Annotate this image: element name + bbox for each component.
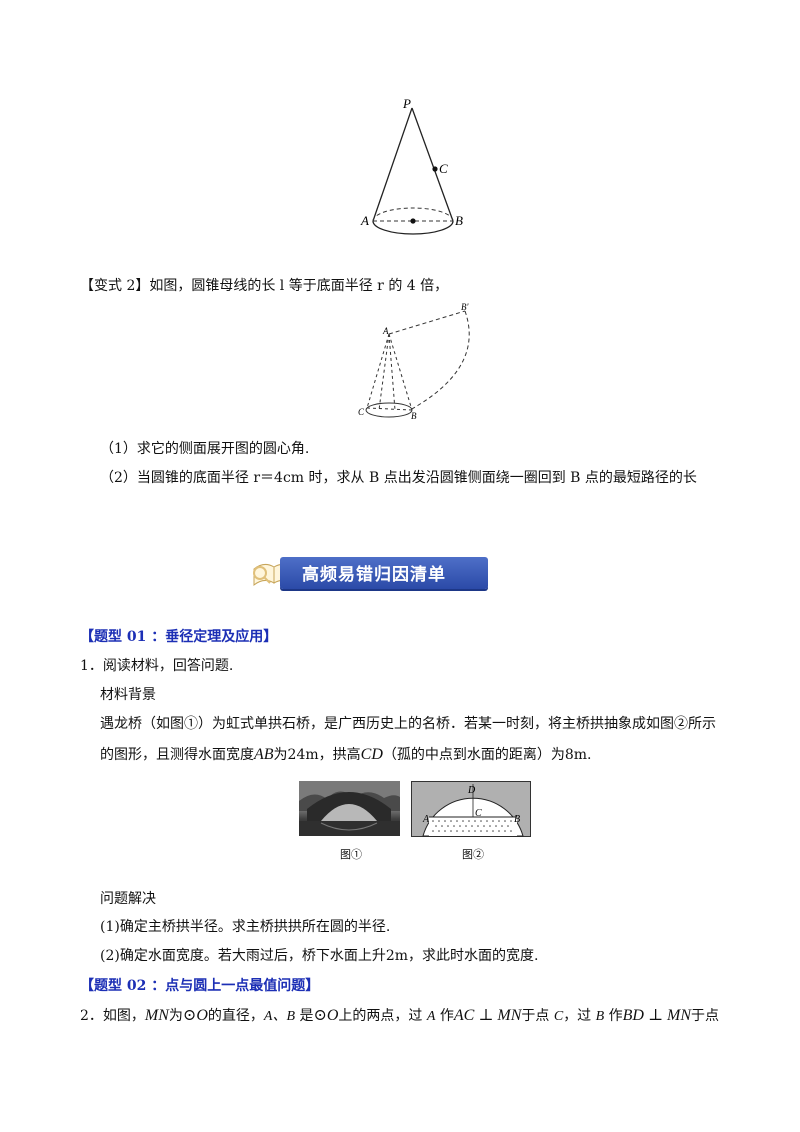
variant2-text: 如图，圆锥母线的长 l 等于底面半径 r 的 4 倍， [149, 278, 449, 294]
para2-b: 为24m，拱高 [273, 747, 361, 763]
para2-c: （孤的中点到水面的距离）为8m. [382, 747, 592, 763]
math-a-b: A、B [263, 1009, 295, 1024]
bridge-photo [299, 781, 400, 836]
math-ac-perp-mn: AC ⊥ MN [453, 1007, 522, 1024]
q2-text: 的直径， [207, 1008, 264, 1024]
label-b: B [411, 411, 417, 421]
type02-heading: 【题型 02 ：点与圆上一点最值问题】 [80, 978, 320, 994]
section-banner: 高频易错归因清单 [250, 553, 488, 593]
q2-text: 于点 [691, 1008, 720, 1024]
q2-text: 上的两点，过 [338, 1008, 427, 1024]
q2-text: 为 [168, 1008, 183, 1024]
label-a: A [382, 326, 389, 336]
background-para1: 遇龙桥（如图①）为虹式单拱石桥，是广西历史上的名桥．若某一时刻，将主桥拱抽象成如… [100, 716, 716, 732]
math-b: B [595, 1009, 605, 1024]
question-number: 1． [80, 658, 103, 674]
diagram-caption: 图② [462, 848, 484, 861]
para2-a: 的图形，且测得水面宽度 [100, 747, 254, 763]
math-ab: AB [254, 746, 274, 763]
label-p: P [402, 96, 411, 111]
q2-text: ，过 [563, 1008, 596, 1024]
solve-1: (1)确定主桥拱半径。求主桥拱拱所在圆的半径. [100, 919, 391, 935]
q2-text: 于点 [521, 1008, 554, 1024]
math-a: A [426, 1009, 436, 1024]
cone-unfold-figure: A B' C B [358, 302, 470, 421]
math-cd: CD [360, 746, 383, 763]
q2-text: 是 [295, 1008, 314, 1024]
q2-text: 作 [435, 1008, 454, 1024]
math-bd-perp-mn: BD ⊥ MN [622, 1007, 692, 1024]
background-title: 材料背景 [100, 687, 156, 703]
label-d: D [467, 785, 476, 796]
math-circle-o: ⊙O [182, 1007, 208, 1024]
label-c: C [439, 161, 448, 176]
math-circle-o: ⊙O [313, 1007, 339, 1024]
banner-bar [280, 557, 488, 589]
label-a: A [422, 814, 430, 825]
q2-text: 作 [604, 1008, 623, 1024]
label-b: B [514, 814, 520, 825]
solve-title: 问题解决 [100, 891, 156, 907]
background-para2: 的图形，且测得水面宽度AB为24m，拱高CD（孤的中点到水面的距离）为8m. [100, 745, 592, 765]
variant2-tag: 【变式 2】 [80, 278, 150, 294]
bridge-photo-image [299, 781, 400, 836]
solve-2: (2)确定水面宽度。若大雨过后，桥下水面上升2m，求此时水面的宽度. [100, 948, 539, 964]
type01-heading: 【题型 01 ：垂径定理及应用】 [80, 629, 278, 645]
variant2-q1: （1）求它的侧面展开图的圆心角. [100, 441, 310, 457]
label-a: A [360, 213, 369, 228]
label-b: B [455, 213, 463, 228]
type01-question: 1．阅读材料，回答问题. [80, 656, 233, 676]
question-text: 阅读材料，回答问题. [102, 658, 234, 674]
question-number: 2． [80, 1008, 103, 1024]
variant2-line: 【变式 2】如图，圆锥母线的长 l 等于底面半径 r 的 4 倍， [80, 276, 448, 296]
type02-question: 2．如图，MN为⊙O的直径，A、B 是⊙O上的两点，过 A 作AC ⊥ MN于点… [80, 1006, 719, 1027]
bridge-arch-diagram: D C A B [411, 781, 531, 837]
photo-caption: 图① [340, 848, 362, 861]
math-c: C [553, 1009, 564, 1024]
q2-text: 如图， [102, 1008, 145, 1024]
math-mn: MN [144, 1007, 169, 1024]
variant2-q2: （2）当圆锥的底面半径 r＝4cm 时，求从 B 点出发沿圆锥侧面绕一圈回到 B… [100, 470, 697, 486]
label-c: C [358, 407, 365, 417]
banner-title: 高频易错归因清单 [302, 565, 446, 585]
label-b-prime: B' [461, 302, 469, 312]
label-c: C [475, 808, 482, 819]
cone-figure-1: P C A B [360, 96, 463, 235]
